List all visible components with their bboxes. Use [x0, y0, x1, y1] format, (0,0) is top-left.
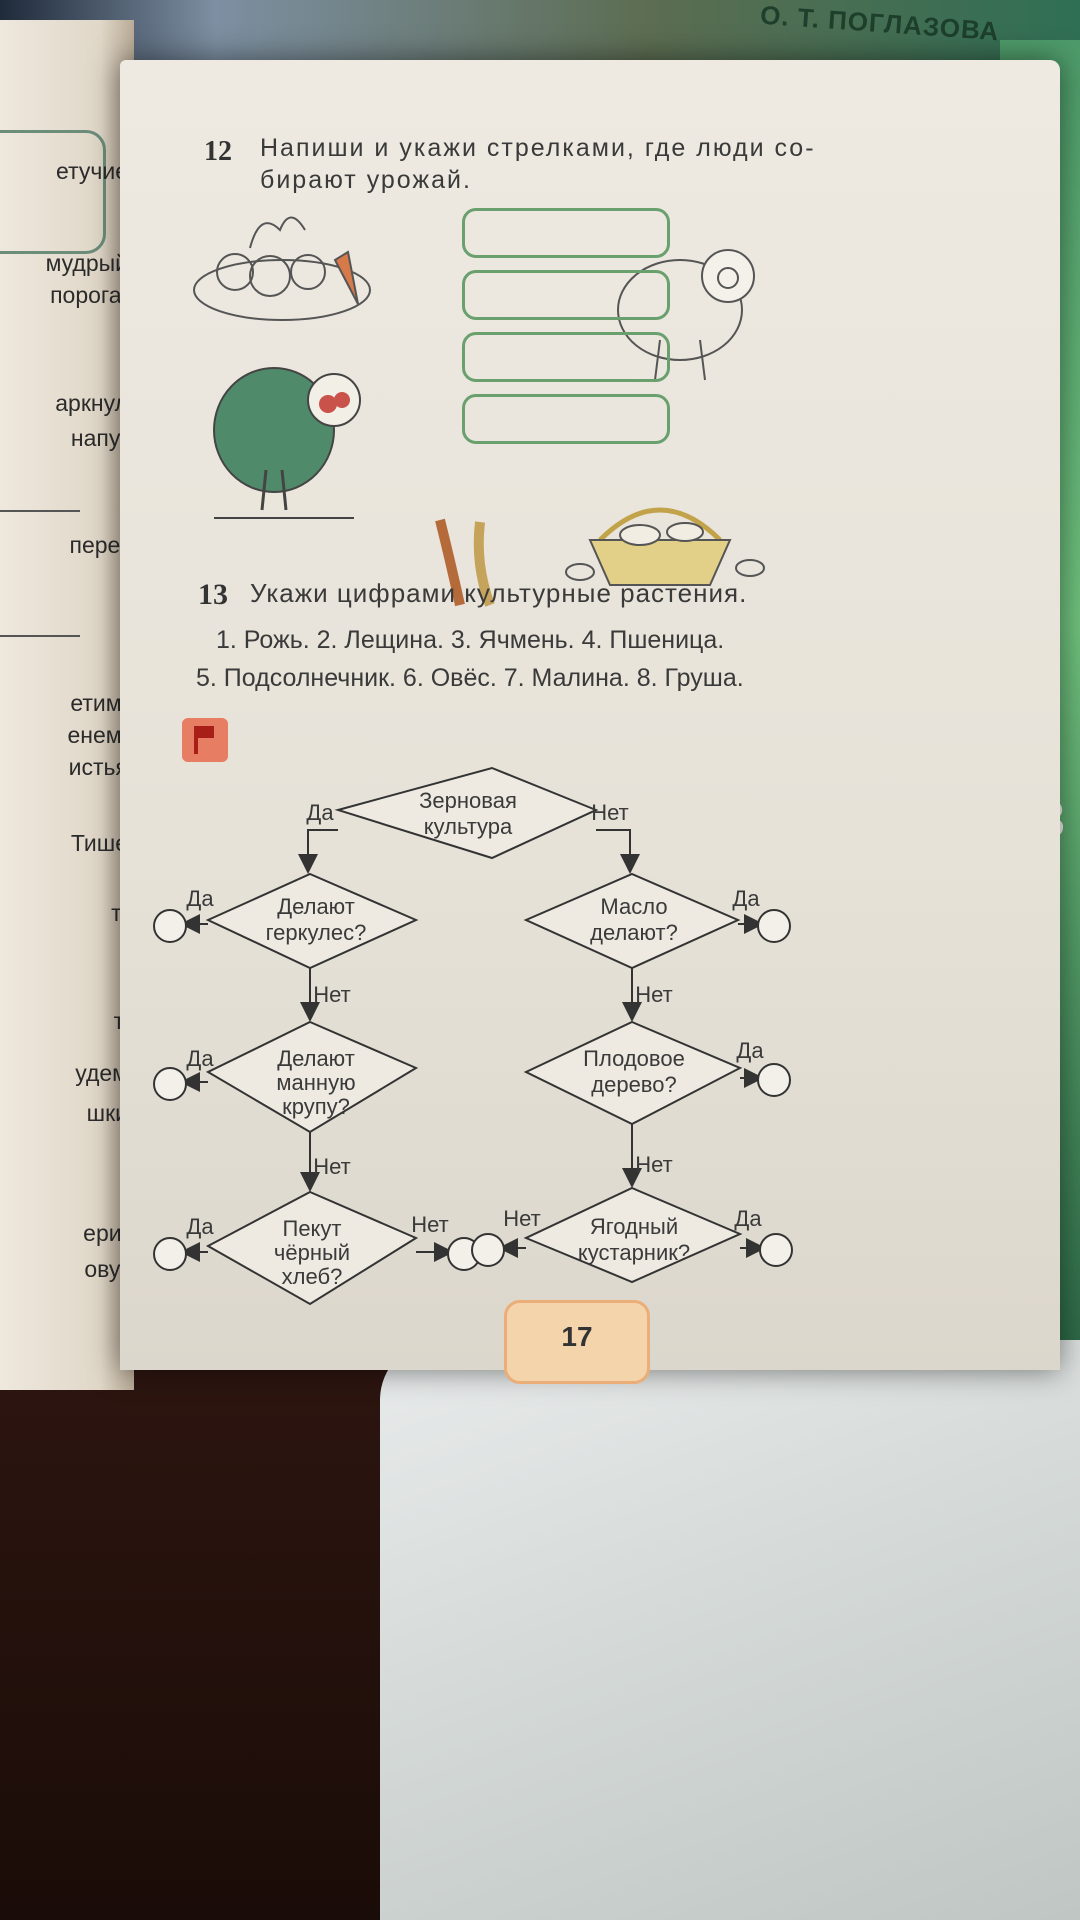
left-fragment: напу-: [70, 425, 128, 451]
left-fragment: пере-: [69, 532, 129, 558]
no-label: Нет: [635, 982, 672, 1007]
diamond-label: Пекут: [283, 1216, 342, 1241]
left-fragment: мудрый: [45, 250, 128, 276]
answer-box-4[interactable]: [462, 394, 670, 444]
diamond-label: делают?: [590, 920, 678, 945]
no-label: Нет: [313, 1154, 350, 1179]
diamond-label: дерево?: [591, 1072, 676, 1097]
task13-list-line2: 5. Подсолнечник. 6. Овёс. 7. Малина. 8. …: [196, 664, 744, 692]
diamond-label: крупу?: [282, 1094, 350, 1119]
no-label: Нет: [503, 1206, 540, 1231]
wheat-ears-illustration: [435, 518, 495, 607]
answer-box-1[interactable]: [462, 208, 670, 258]
diamond-label: хлеб?: [282, 1264, 343, 1289]
diamond-label: Зерновая: [419, 788, 517, 813]
answer-circle: [153, 1067, 187, 1101]
diamond-label: Масло: [600, 894, 667, 919]
left-fragment: Тише: [70, 830, 128, 856]
left-fragment: енем!: [67, 722, 129, 748]
yes-label: Да: [186, 1046, 214, 1071]
yes-label: Да: [732, 886, 760, 911]
answer-circle: [471, 1233, 505, 1267]
diamond-right-3: [523, 1186, 743, 1284]
fruit-tree-illustration: [617, 249, 755, 381]
diamond-label: геркулес?: [266, 920, 367, 945]
vegetable-garden-illustration: [193, 216, 371, 321]
left-fragment: порога,: [50, 282, 128, 308]
diamond-label: Делают: [277, 1046, 355, 1071]
answer-circle: [153, 1237, 187, 1271]
task-number: 12: [204, 136, 232, 167]
answer-circle: [153, 909, 187, 943]
diamond-label: культура: [424, 814, 513, 839]
yes-label: Да: [306, 800, 334, 825]
answer-circle: [757, 909, 791, 943]
workbook-page: 12 Напиши и укажи стрелками, где люди со…: [120, 60, 1060, 1384]
yes-label: Да: [186, 886, 214, 911]
diamond-label: Делают: [277, 894, 355, 919]
left-fragment: аркнул: [55, 390, 128, 416]
apple-tree-illustration: [213, 367, 361, 519]
left-fragment: удем: [75, 1060, 128, 1086]
left-fragment: етучие: [56, 158, 128, 184]
no-label: Нет: [591, 800, 628, 825]
page-number: 17: [504, 1300, 650, 1384]
diamond-label: манную: [276, 1070, 355, 1095]
white-cloth: [380, 1340, 1080, 1920]
diamond-top: [334, 766, 599, 860]
yes-label: Да: [186, 1214, 214, 1239]
diamond-label: кустарник?: [578, 1240, 690, 1265]
no-label: Нет: [635, 1152, 672, 1177]
left-fragment: етим!: [70, 690, 128, 716]
table-surface: [0, 1370, 420, 1920]
diamond-left-3: [205, 1190, 419, 1306]
answer-box-2[interactable]: [462, 270, 670, 320]
task12-text-line1: Напиши и укажи стрелками, где люди со-: [260, 134, 816, 162]
left-page-box: [0, 130, 106, 254]
task12-text-line2: бирают урожай.: [260, 166, 472, 194]
task-number: 13: [198, 578, 228, 611]
no-label: Нет: [313, 982, 350, 1007]
diamond-label: чёрный: [274, 1240, 350, 1265]
mushroom-basket-illustration: [565, 507, 765, 586]
left-page-edge: етучие мудрый порога, аркнул напу- пере-…: [0, 20, 134, 1390]
task13-title: Укажи цифрами культурные растения.: [250, 578, 748, 608]
left-fragment: истья: [68, 754, 128, 780]
diamond-label: Ягодный: [590, 1214, 678, 1239]
answer-box-3[interactable]: [462, 332, 670, 382]
flowchart: Зерновая культура Да Нет Делают геркулес…: [153, 766, 793, 1306]
no-label: Нет: [411, 1212, 448, 1237]
answer-circle: [759, 1233, 793, 1267]
answer-circle: [757, 1063, 791, 1097]
yes-label: Да: [736, 1038, 764, 1063]
diamond-label: Плодовое: [583, 1046, 685, 1071]
flag-icon: [182, 718, 228, 762]
yes-label: Да: [734, 1206, 762, 1231]
task13-list-line1: 1. Рожь. 2. Лещина. 3. Ячмень. 4. Пшениц…: [216, 626, 725, 654]
